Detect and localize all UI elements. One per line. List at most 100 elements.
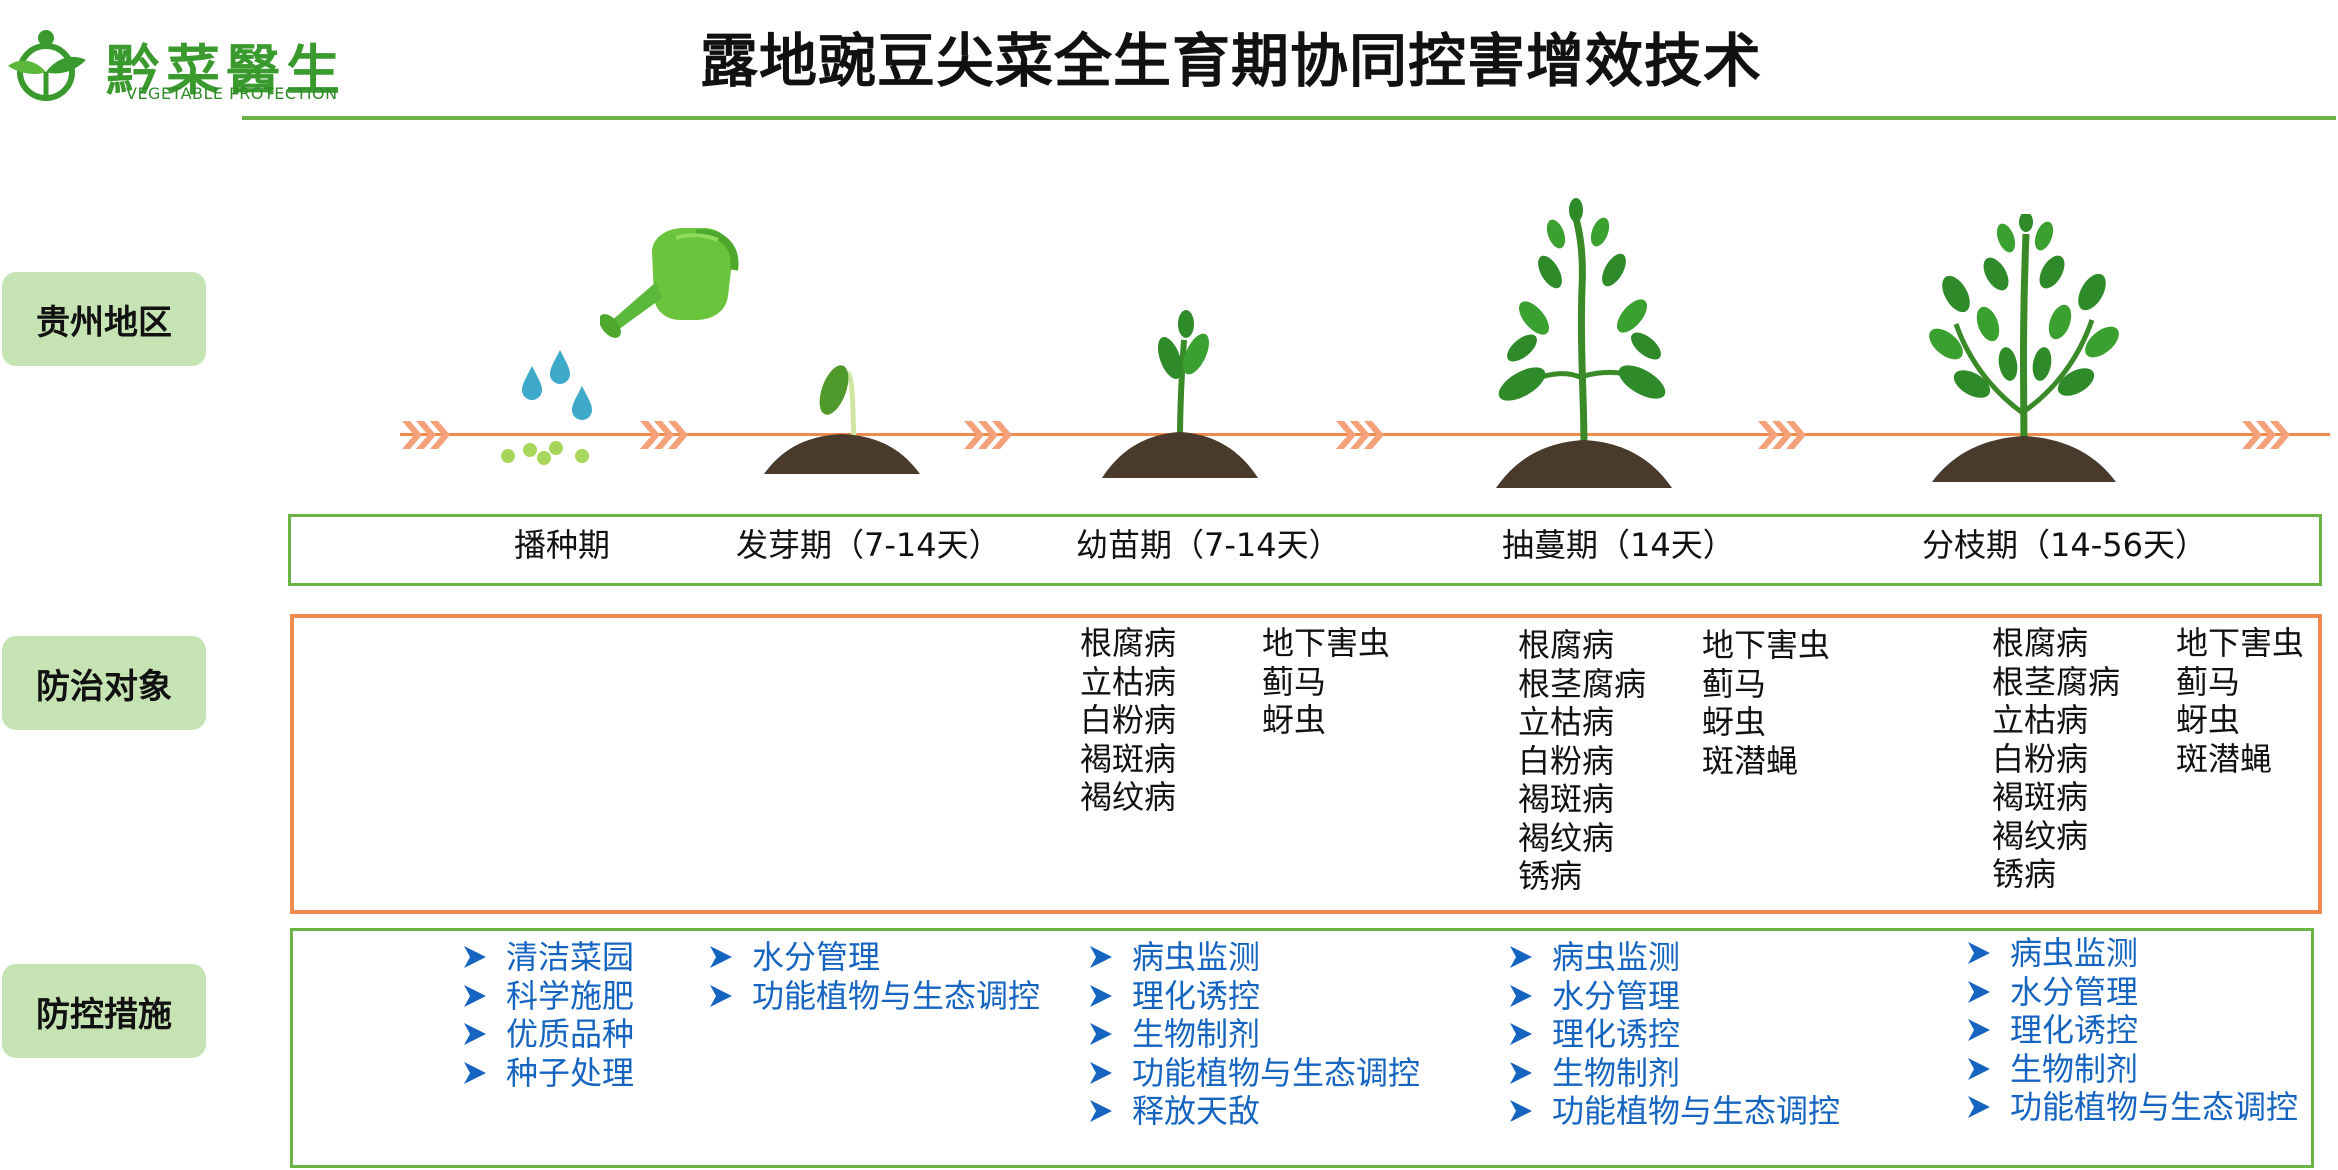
list-item-label: 水分管理	[2010, 972, 2139, 1011]
list-item: 水分管理	[1966, 973, 2298, 1012]
chevron-right-icon	[1336, 421, 1384, 449]
bullet-arrow-icon	[1510, 984, 1532, 1007]
list-item: 锈病	[1518, 857, 1583, 895]
list-item: 生物制剂	[1088, 1015, 1420, 1054]
label-region: 贵州地区	[2, 272, 206, 366]
list-item-label: 理化诱控	[2010, 1011, 2139, 1049]
list-item: 根腐病	[1518, 626, 1615, 664]
list-item: 地下害虫	[1702, 626, 1831, 664]
bullet-arrow-icon	[1510, 1100, 1532, 1123]
list-item-label: 优质品种	[506, 1015, 635, 1053]
bullet-arrow-icon	[710, 984, 732, 1007]
list-item-label: 生物制剂	[1552, 1053, 1681, 1092]
list-item: 锈病	[1992, 855, 2057, 893]
bullet-arrow-icon	[1090, 1061, 1112, 1084]
measures-branching: 病虫监测 水分管理 理化诱控 生物制剂 功能植物与生态调控	[1966, 934, 2298, 1127]
list-item: 清洁菜园	[462, 938, 634, 977]
vining-diseases: 根腐病 根茎腐病 立枯病 白粉病 褐斑病 褐纹病 锈病	[1518, 626, 1646, 896]
list-item: 病虫监测	[1508, 938, 1840, 977]
list-item: 水分管理	[708, 938, 1040, 977]
list-item-label: 理化诱控	[1132, 976, 1261, 1015]
bullet-arrow-icon	[1968, 1057, 1990, 1080]
list-item-label: 科学施肥	[506, 976, 635, 1015]
label-measures: 防控措施	[2, 964, 206, 1058]
chevron-right-icon	[2242, 421, 2290, 449]
logo-name: 黔菜醫生	[106, 38, 346, 102]
list-item: 地下害虫	[1262, 624, 1391, 662]
stage-label-sowing: 播种期	[514, 526, 611, 564]
list-item: 蓟马	[2176, 662, 2241, 701]
list-item: 蓟马	[1702, 664, 1767, 703]
list-item: 蚜虫	[1262, 701, 1327, 739]
list-item: 白粉病	[1518, 741, 1615, 780]
targets-box	[290, 614, 2322, 914]
bullet-arrow-icon	[1090, 984, 1112, 1007]
bullet-arrow-icon	[1968, 1019, 1990, 1042]
chevron-right-icon	[640, 421, 688, 449]
list-item: 根茎腐病	[1518, 664, 1647, 703]
list-item: 立枯病	[1992, 701, 2089, 739]
list-item: 褐纹病	[1518, 818, 1615, 857]
list-item-label: 病虫监测	[1132, 938, 1261, 976]
list-item: 种子处理	[462, 1054, 634, 1093]
list-item: 褐纹病	[1080, 778, 1177, 816]
bullet-arrow-icon	[1090, 1023, 1112, 1046]
list-item: 功能植物与生态调控	[1966, 1088, 2298, 1127]
chevron-right-icon	[402, 421, 450, 449]
list-item-label: 理化诱控	[1552, 1015, 1681, 1053]
list-item-label: 功能植物与生态调控	[752, 976, 1041, 1015]
list-item: 理化诱控	[1508, 1015, 1840, 1054]
list-item: 蓟马	[1262, 662, 1327, 701]
list-item: 优质品种	[462, 1015, 634, 1054]
bullet-arrow-icon	[1510, 946, 1532, 969]
list-item: 蚜虫	[1702, 703, 1767, 741]
list-item-label: 水分管理	[752, 938, 881, 976]
bullet-arrow-icon	[1090, 1100, 1112, 1123]
list-item: 水分管理	[1508, 977, 1840, 1016]
list-item: 理化诱控	[1088, 977, 1420, 1016]
list-item: 地下害虫	[2176, 624, 2305, 662]
stage-label-seedling: 幼苗期（7-14天）	[1076, 526, 1341, 564]
list-item: 根茎腐病	[1992, 662, 2121, 701]
bullet-arrow-icon	[1968, 980, 1990, 1003]
measures-box	[290, 928, 2314, 1168]
list-item-label: 生物制剂	[2010, 1049, 2139, 1088]
list-item: 褐纹病	[1992, 816, 2089, 855]
list-item: 立枯病	[1518, 703, 1615, 741]
branching-pests: 地下害虫 蓟马 蚜虫 斑潜蝇	[2176, 624, 2304, 778]
list-item: 白粉病	[1992, 739, 2089, 778]
list-item-label: 生物制剂	[1132, 1015, 1261, 1053]
list-item: 褐斑病	[1080, 739, 1177, 778]
bullet-arrow-icon	[710, 946, 732, 969]
list-item-label: 功能植物与生态调控	[1552, 1092, 1841, 1130]
label-targets: 防治对象	[2, 636, 206, 730]
list-item-label: 病虫监测	[1552, 938, 1681, 976]
list-item-label: 水分管理	[1552, 976, 1681, 1015]
list-item: 蚜虫	[2176, 701, 2241, 739]
bullet-arrow-icon	[464, 1061, 486, 1084]
bullet-arrow-icon	[464, 946, 486, 969]
list-item: 病虫监测	[1966, 934, 2298, 973]
list-item-label: 功能植物与生态调控	[1132, 1053, 1421, 1092]
list-item: 立枯病	[1080, 662, 1177, 701]
list-item-label: 清洁菜园	[506, 938, 635, 976]
bullet-arrow-icon	[464, 1023, 486, 1046]
list-item: 理化诱控	[1966, 1011, 2298, 1050]
measures-sowing: 清洁菜园 科学施肥 优质品种 种子处理	[462, 938, 634, 1092]
list-item-label: 病虫监测	[2010, 934, 2139, 972]
list-item: 病虫监测	[1088, 938, 1420, 977]
bullet-arrow-icon	[1968, 942, 1990, 965]
seedling-plant-icon	[1102, 310, 1258, 478]
list-item: 功能植物与生态调控	[1088, 1054, 1420, 1093]
list-item: 褐斑病	[1518, 780, 1615, 818]
list-item: 白粉病	[1080, 701, 1177, 739]
list-item: 生物制剂	[1508, 1054, 1840, 1093]
stage-label-germination: 发芽期（7-14天）	[736, 526, 1001, 564]
measures-seedling: 病虫监测 理化诱控 生物制剂 功能植物与生态调控 释放天敌	[1088, 938, 1420, 1131]
list-item: 根腐病	[1992, 624, 2089, 662]
measures-vining: 病虫监测 水分管理 理化诱控 生物制剂 功能植物与生态调控	[1508, 938, 1840, 1131]
vining-plant-icon	[1496, 198, 1672, 488]
list-item: 生物制剂	[1966, 1050, 2298, 1089]
list-item: 功能植物与生态调控	[708, 977, 1040, 1016]
branching-diseases: 根腐病 根茎腐病 立枯病 白粉病 褐斑病 褐纹病 锈病	[1992, 624, 2120, 894]
